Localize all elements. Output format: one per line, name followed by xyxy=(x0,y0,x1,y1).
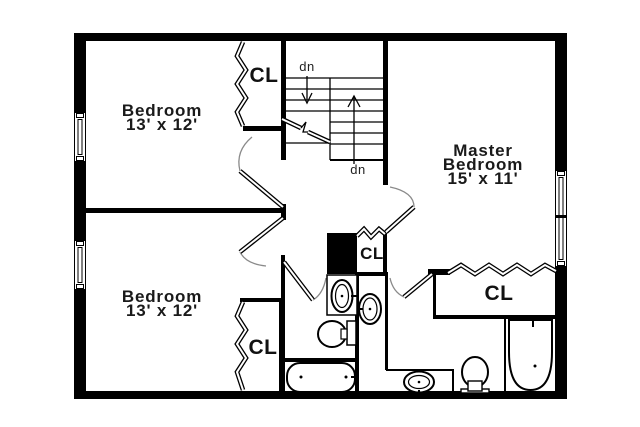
accordion-door xyxy=(234,301,249,391)
window-cap xyxy=(76,284,84,289)
master-bath-wall-west xyxy=(385,272,388,370)
window-cap xyxy=(76,241,84,246)
bedroom-1-size: 13' x 12' xyxy=(125,115,198,134)
exterior-wall-left xyxy=(74,33,86,112)
door-leaf xyxy=(238,169,434,302)
vanity-counter-edge xyxy=(452,369,454,392)
exterior-wall-left xyxy=(74,290,86,391)
accordion-door xyxy=(446,262,558,277)
exterior-wall-left xyxy=(74,162,86,240)
sink xyxy=(403,370,435,397)
window-divider xyxy=(556,215,566,218)
master-bedroom-size: 15' x 11' xyxy=(447,169,519,188)
vanity-counter-edge xyxy=(386,369,454,371)
bathrooms-divider-wall xyxy=(355,275,359,392)
bedroom-1-label: Bedroom 13' x 12' xyxy=(97,101,227,134)
stairs xyxy=(281,76,383,164)
wall-between-bedrooms xyxy=(86,208,282,213)
sink xyxy=(330,279,357,313)
window-glass xyxy=(558,177,564,260)
master-closet-wall-west xyxy=(433,272,436,318)
exterior-wall-bottom xyxy=(74,391,567,399)
window-cap xyxy=(557,171,565,176)
stairs-down-label: dn xyxy=(299,59,315,74)
window xyxy=(74,240,86,290)
hall-closet-wall xyxy=(383,233,387,274)
window-glass xyxy=(77,119,83,155)
chase xyxy=(327,233,357,274)
master-bedroom-name-1: Master xyxy=(453,141,513,160)
shower-wall-west xyxy=(504,318,506,392)
exterior-wall-right xyxy=(555,33,567,170)
door-swing-arc xyxy=(238,136,415,301)
stairwell-wall-right xyxy=(383,41,388,185)
shower xyxy=(508,319,553,392)
accordion-door xyxy=(234,41,249,127)
window-cap xyxy=(557,261,565,266)
hall-closet-wall-bottom xyxy=(355,272,388,276)
top-closet-wall-bottom xyxy=(243,126,283,131)
master-bedroom-label: Master Bedroom 15' x 11' xyxy=(418,141,548,188)
window-cap xyxy=(76,156,84,161)
toilet xyxy=(317,320,357,348)
sink xyxy=(357,293,382,325)
master-closet-wall-bottom xyxy=(433,315,557,319)
exterior-wall-right xyxy=(555,267,567,391)
toilet xyxy=(460,356,490,394)
bedroom-1-name: Bedroom xyxy=(121,101,203,120)
window xyxy=(74,112,86,162)
stairs-down-label: dn xyxy=(350,162,366,177)
exterior-wall-top xyxy=(74,33,567,41)
double-window xyxy=(555,170,567,267)
closet-label: CL xyxy=(248,336,278,359)
master-bath-door-jamb xyxy=(428,269,450,275)
closet-label: CL xyxy=(249,64,279,87)
stairwell-wall-left xyxy=(281,41,286,160)
bedroom-2-name: Bedroom xyxy=(121,287,203,306)
bottom-closet-wall-top xyxy=(240,298,283,302)
window-cap xyxy=(76,113,84,118)
accordion-door xyxy=(355,225,387,241)
bathtub xyxy=(286,362,357,393)
bedroom-2-size: 13' x 12' xyxy=(125,301,198,320)
closet-label: CL xyxy=(484,282,514,305)
hall-wall-junction xyxy=(281,204,286,220)
tub-room-wall-top xyxy=(281,358,359,362)
window-glass xyxy=(77,247,83,283)
bedroom-2-label: Bedroom 13' x 12' xyxy=(97,287,227,320)
closet-label: CL xyxy=(360,244,384,263)
master-bedroom-name-2: Bedroom xyxy=(442,155,524,174)
closet-wall-east xyxy=(279,298,285,392)
